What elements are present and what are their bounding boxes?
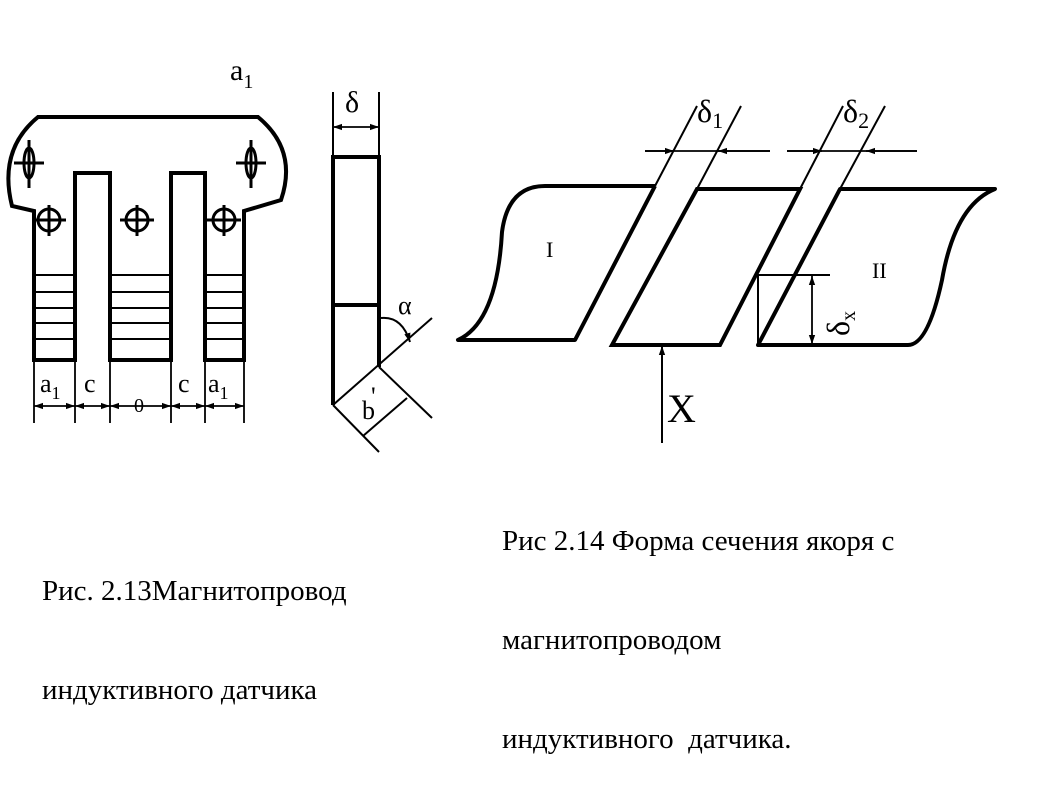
mounting-slot-icon — [14, 140, 44, 188]
chamfer-line — [332, 317, 433, 406]
top-label-a1: a1 — [230, 54, 253, 93]
chamfer-edge-right — [378, 366, 433, 419]
caption-line: Рис. 2.13Магнитопровод — [42, 575, 347, 607]
coil-windings — [34, 274, 244, 340]
alpha-label: α — [398, 291, 412, 320]
region-I-label: I — [546, 237, 553, 262]
cross-section-upper — [331, 155, 381, 307]
region-I-shape — [456, 184, 657, 342]
mounting-slot-icon — [236, 140, 266, 188]
alpha-angle-arc — [380, 316, 411, 343]
chamfer-base — [362, 397, 408, 437]
caption-line: магнитопроводом — [502, 624, 722, 656]
delta2-label: δ2 — [843, 93, 869, 133]
dim-label-zero: 0 — [134, 395, 144, 417]
core-cross-section-figure: δ α b' — [331, 86, 433, 453]
core-outline — [6, 115, 289, 362]
caption-line: Рис 2.14 Форма сечения якоря с — [502, 525, 895, 557]
magnetic-core-figure: a1 — [6, 54, 289, 423]
middle-parallelogram — [608, 187, 804, 347]
b-prime-label: b' — [362, 382, 376, 425]
dimension-line — [33, 362, 245, 423]
chamfer-edge-left — [332, 404, 380, 453]
region-II-label: II — [872, 258, 887, 283]
bolt-hole-icon — [207, 205, 241, 236]
dim-label-a1-right: a1 — [208, 369, 229, 403]
region-II-shape — [756, 187, 997, 347]
bolt-hole-icon — [33, 205, 66, 236]
gap-extension-lines — [654, 105, 886, 190]
armature-section-figure: δ1 δ2 I II δx X — [456, 93, 997, 443]
dim-label-c-right: c — [178, 369, 190, 398]
x-label: X — [667, 386, 696, 431]
figure-2-13-caption: Рис. 2.13Магнитопровод индуктивного датч… — [42, 509, 347, 740]
bolt-hole-icon — [120, 205, 154, 236]
delta-label: δ — [345, 86, 359, 119]
deltax-label: δx — [820, 311, 860, 336]
caption-line: индуктивного датчика — [42, 674, 318, 706]
figure-2-14-caption: Рис 2.14 Форма сечения якоря с магнитопр… — [502, 459, 894, 789]
caption-line: индуктивного датчика. — [502, 723, 792, 755]
delta1-label: δ1 — [697, 93, 723, 133]
dim-label-c-left: c — [84, 369, 96, 398]
diagram-canvas: a1 — [6, 54, 997, 453]
cross-section-lower — [331, 305, 381, 405]
dim-label-a1-left: a1 — [40, 369, 61, 403]
